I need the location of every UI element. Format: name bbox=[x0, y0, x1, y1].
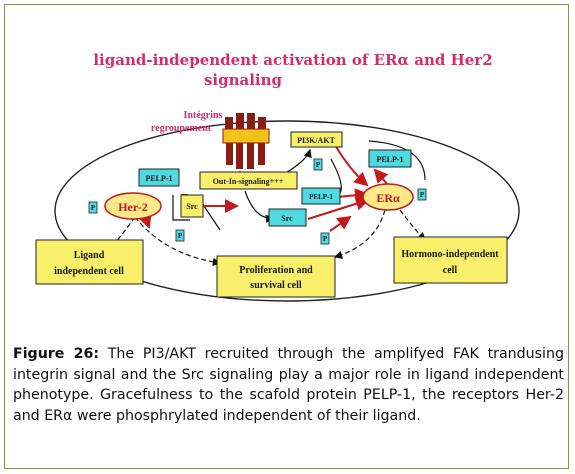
out-in-signaling-box: Out-In-signaling+++ bbox=[199, 171, 298, 190]
er-alpha-label: ERα bbox=[376, 191, 400, 205]
pi3k-akt-label: PI3K/AKT bbox=[297, 136, 335, 145]
cell-cycle-loop bbox=[54, 120, 520, 302]
hormono-cell-label: cell bbox=[443, 265, 458, 276]
proliferation-label: Proliferation and bbox=[239, 265, 313, 276]
svg-text:P: P bbox=[178, 232, 183, 240]
ligand-independent-cell-box: Ligand independent cell bbox=[35, 239, 144, 285]
regroupement-label: regroupement bbox=[151, 123, 212, 134]
caption-text: The PI3/AKT recruited through the amplif… bbox=[13, 346, 564, 424]
svg-text:P: P bbox=[420, 191, 425, 199]
diagram-title-line1: ligand-independent activation of ERα and… bbox=[93, 51, 492, 69]
figure-frame: ligand-independent activation of ERα and… bbox=[4, 4, 569, 469]
survival-cell-label: survival cell bbox=[250, 280, 302, 291]
src-mid-box: Src bbox=[268, 208, 307, 227]
hormono-independent-cell-box: Hormono-independent cell bbox=[393, 236, 508, 284]
src-left-box: Src bbox=[180, 194, 204, 218]
her2-label: Her-2 bbox=[118, 200, 148, 214]
diagram-title-line2: signaling bbox=[204, 71, 283, 89]
figure-label: Figure 26: bbox=[13, 346, 99, 362]
er-alpha-node: ERα bbox=[362, 183, 414, 211]
phosphate-tag: P bbox=[175, 229, 185, 242]
pelp1-left-box: PELP-1 bbox=[138, 168, 180, 187]
phosphate-tag: P bbox=[88, 201, 98, 214]
proliferation-survival-box: Proliferation and survival cell bbox=[216, 255, 336, 298]
integrins-label: Intégrins bbox=[184, 110, 223, 121]
integrin-cluster-icon bbox=[222, 113, 270, 169]
phosphate-tag: P bbox=[313, 158, 323, 171]
phosphate-tag: P bbox=[320, 232, 330, 245]
svg-text:P: P bbox=[316, 161, 321, 169]
figure-caption: Figure 26: The PI3/AKT recruited through… bbox=[13, 344, 564, 426]
phosphate-tag: P bbox=[417, 188, 427, 201]
pi3k-akt-box: PI3K/AKT bbox=[290, 131, 343, 148]
ligand-label: Ligand bbox=[74, 250, 105, 261]
pelp1-mid-box: PELP-1 bbox=[301, 187, 341, 205]
hormono-independent-label: Hormono-independent bbox=[401, 249, 499, 260]
her2-node: Her-2 bbox=[104, 192, 162, 220]
pelp1-mid-label: PELP-1 bbox=[309, 193, 333, 201]
src-mid-label: Src bbox=[281, 214, 293, 223]
pelp1-left-label: PELP-1 bbox=[145, 174, 172, 183]
svg-text:P: P bbox=[91, 204, 96, 212]
src-left-label: Src bbox=[186, 202, 198, 211]
svg-text:P: P bbox=[323, 235, 328, 243]
out-in-signaling-label: Out-In-signaling+++ bbox=[213, 177, 284, 186]
pelp1-right-label: PELP-1 bbox=[376, 155, 403, 164]
signaling-diagram: ligand-independent activation of ERα and… bbox=[35, 51, 520, 302]
pelp1-right-box: PELP-1 bbox=[368, 149, 412, 168]
independent-cell-label: independent cell bbox=[54, 266, 124, 277]
